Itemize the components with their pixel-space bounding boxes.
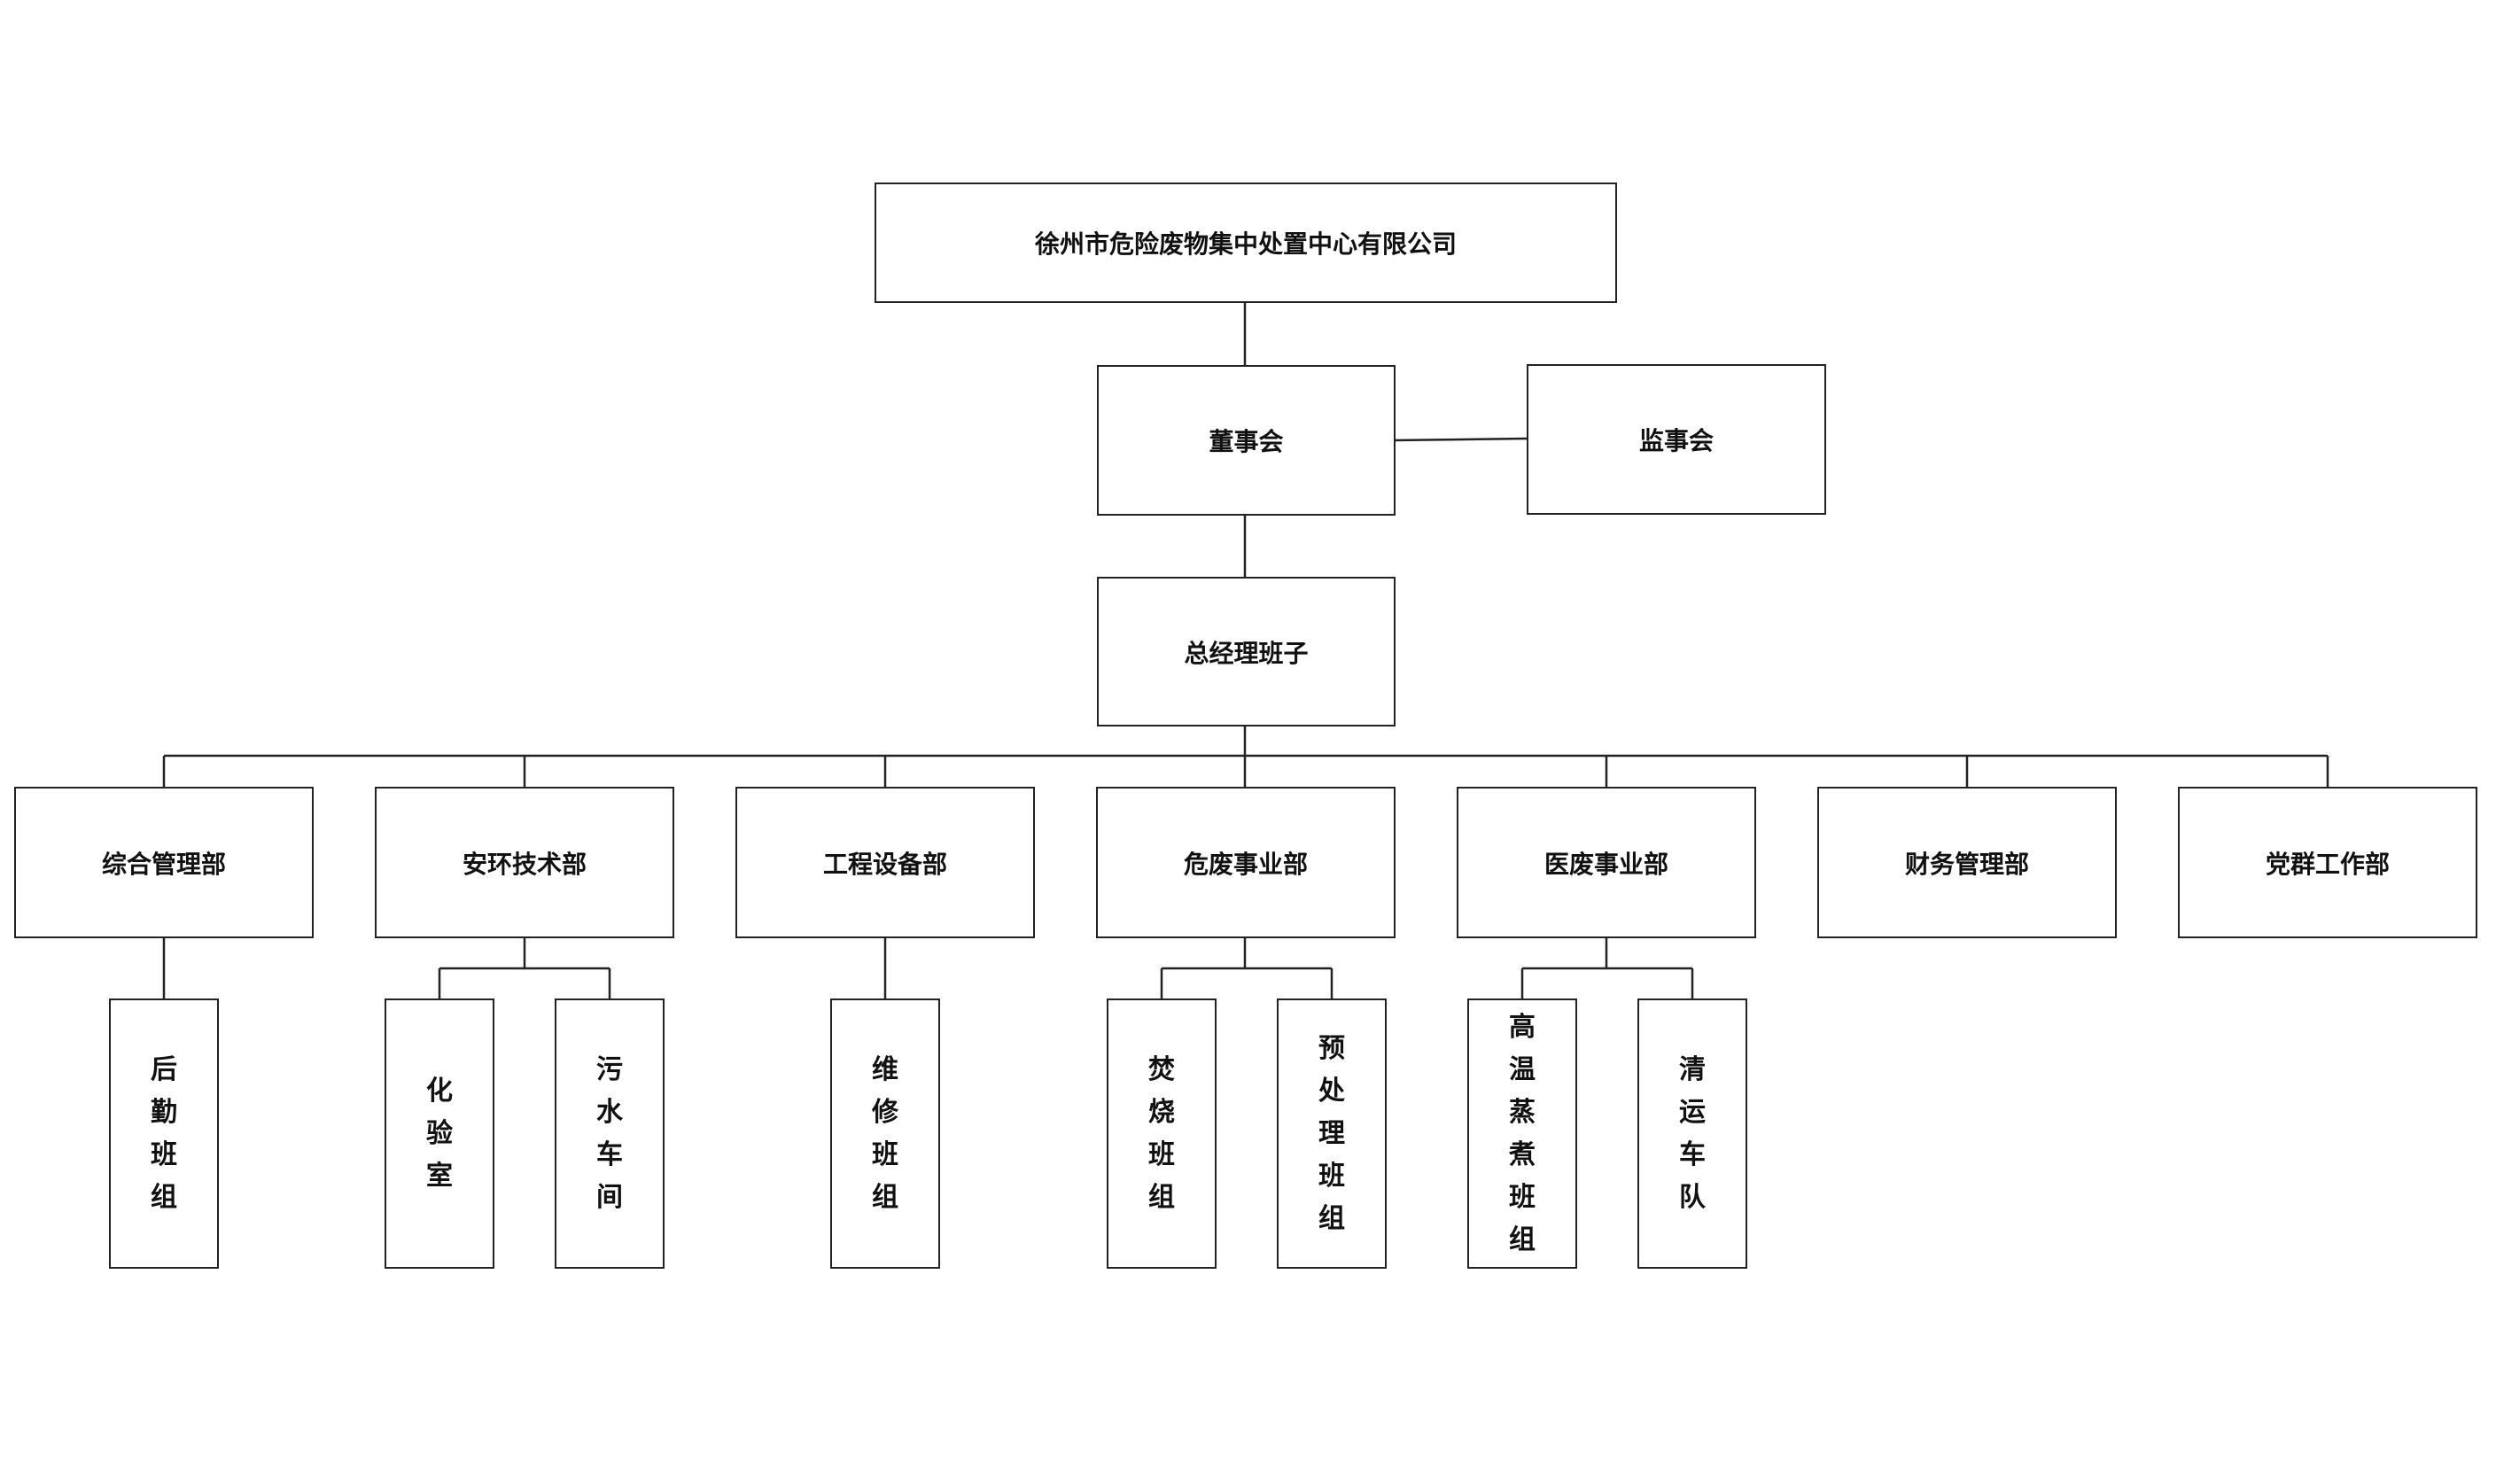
department-node: 党群工作部 [2178, 787, 2477, 938]
department-node: 安环技术部 [375, 787, 674, 938]
team-node: 化验室 [385, 998, 494, 1269]
team-node: 污水车间 [555, 998, 665, 1269]
team-node: 焚烧班组 [1107, 998, 1217, 1269]
company-label: 徐州市危险废物集中处置中心有限公司 [1034, 229, 1457, 259]
connector-board-supervisors [1392, 437, 1528, 442]
team-node: 维修班组 [830, 998, 940, 1269]
team-label: 污水车间 [596, 1053, 623, 1213]
team-label: 后勤班组 [151, 1053, 177, 1213]
team-node: 后勤班组 [109, 998, 219, 1269]
department-label: 工程设备部 [822, 849, 947, 879]
board-node: 董事会 [1097, 365, 1396, 516]
department-label: 危废事业部 [1183, 849, 1308, 879]
supervisors-label: 监事会 [1638, 426, 1714, 455]
department-label: 安环技术部 [462, 849, 587, 879]
department-label: 医废事业部 [1543, 849, 1668, 879]
department-label: 党群工作部 [2265, 849, 2390, 879]
gm-node: 总经理班子 [1097, 577, 1396, 726]
department-label: 财务管理部 [1904, 849, 2029, 879]
department-node: 危废事业部 [1096, 787, 1396, 938]
company-node: 徐州市危险废物集中处置中心有限公司 [875, 183, 1617, 303]
department-node: 工程设备部 [735, 787, 1035, 938]
department-node: 综合管理部 [14, 787, 314, 938]
department-node: 财务管理部 [1817, 787, 2117, 938]
team-label: 焚烧班组 [1148, 1053, 1175, 1213]
team-node: 预处理班组 [1277, 998, 1387, 1269]
team-label: 化验室 [426, 1075, 453, 1192]
team-label: 高温蒸煮班组 [1509, 1011, 1536, 1255]
team-label: 预处理班组 [1318, 1032, 1345, 1234]
team-label: 维修班组 [872, 1053, 898, 1213]
department-node: 医废事业部 [1457, 787, 1756, 938]
team-node: 高温蒸煮班组 [1467, 998, 1577, 1269]
supervisors-node: 监事会 [1527, 364, 1826, 515]
team-label: 清运车队 [1679, 1053, 1706, 1213]
team-node: 清运车队 [1637, 998, 1747, 1269]
department-label: 综合管理部 [101, 849, 226, 879]
gm-label: 总经理班子 [1184, 638, 1309, 668]
board-label: 董事会 [1209, 427, 1284, 456]
